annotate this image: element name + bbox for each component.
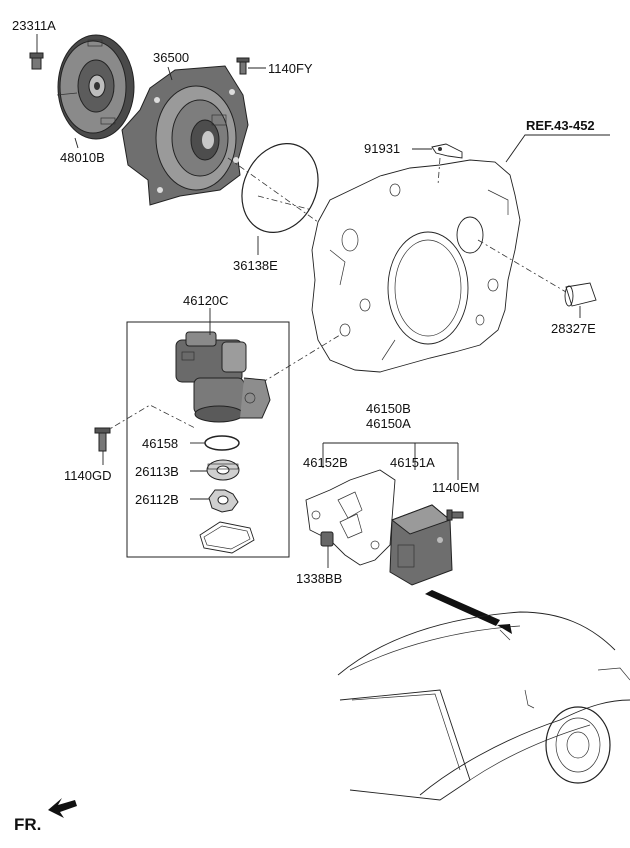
label-46150B: 46150B [366,401,411,416]
label-1338BB: 1338BB [296,571,342,586]
leader-48010B [74,137,79,149]
controller-bracket-46152B-part [305,469,396,566]
label-46120C: 46120C [183,293,229,308]
flywheel-damper-part [56,34,135,140]
gasket-ring-part [241,143,319,233]
transmission-housing-part [311,159,521,373]
dashed-leader-motor [227,157,319,223]
oil-pump-group-box [126,321,290,558]
bolt-1140EM-part [446,509,464,521]
label-ref-43-452: REF.43-452 [526,118,595,133]
o-ring-46158-part [204,435,240,451]
bolt-23311A-part [29,52,44,70]
label-36138E: 36138E [233,258,278,273]
nut-1338BB-part [320,531,334,547]
label-1140GD: 1140GD [64,468,111,483]
label-26113B: 26113B [135,464,179,479]
leader-36500 [167,66,173,81]
group-bracket-lines [322,442,459,480]
label-1140FY: 1140FY [268,61,313,76]
pump-cover-part [199,521,255,554]
oil-pump-assembly-part [175,331,271,423]
location-arrow [425,590,500,626]
motor-assembly-part [121,65,249,206]
front-direction-arrow-icon [48,798,77,818]
dashed-leader-flywheel [257,195,313,211]
label-1140EM: 1140EM [432,480,479,495]
label-26112B: 26112B [135,492,179,507]
label-36500: 36500 [153,50,189,65]
vehicle-silhouette [337,611,630,801]
label-46158: 46158 [142,436,178,451]
label-23311A: 23311A [12,18,56,33]
leader-ref [505,134,610,163]
front-direction-label: FR. [14,815,41,834]
label-46151A: 46151A [390,455,435,470]
label-46150A: 46150A [366,416,411,431]
label-91931: 91931 [364,141,400,156]
bolt-1140FY-part [236,57,250,75]
bolt-1140GD-part [94,427,111,452]
dashed-leader-bracket [437,157,441,186]
rotor-26113B-part [206,459,240,481]
label-46152B: 46152B [303,455,348,470]
dashed-leader-bushing [477,239,567,293]
bushing-28327E-part [564,282,597,307]
controller-module-46151A-part [389,504,453,586]
bracket-91931-part [431,143,463,159]
label-48010B: 48010B [60,150,105,165]
label-28327E: 28327E [551,321,596,336]
rotor-26112B-part [208,489,239,513]
dashed-leader-bolt-gd [102,404,196,434]
